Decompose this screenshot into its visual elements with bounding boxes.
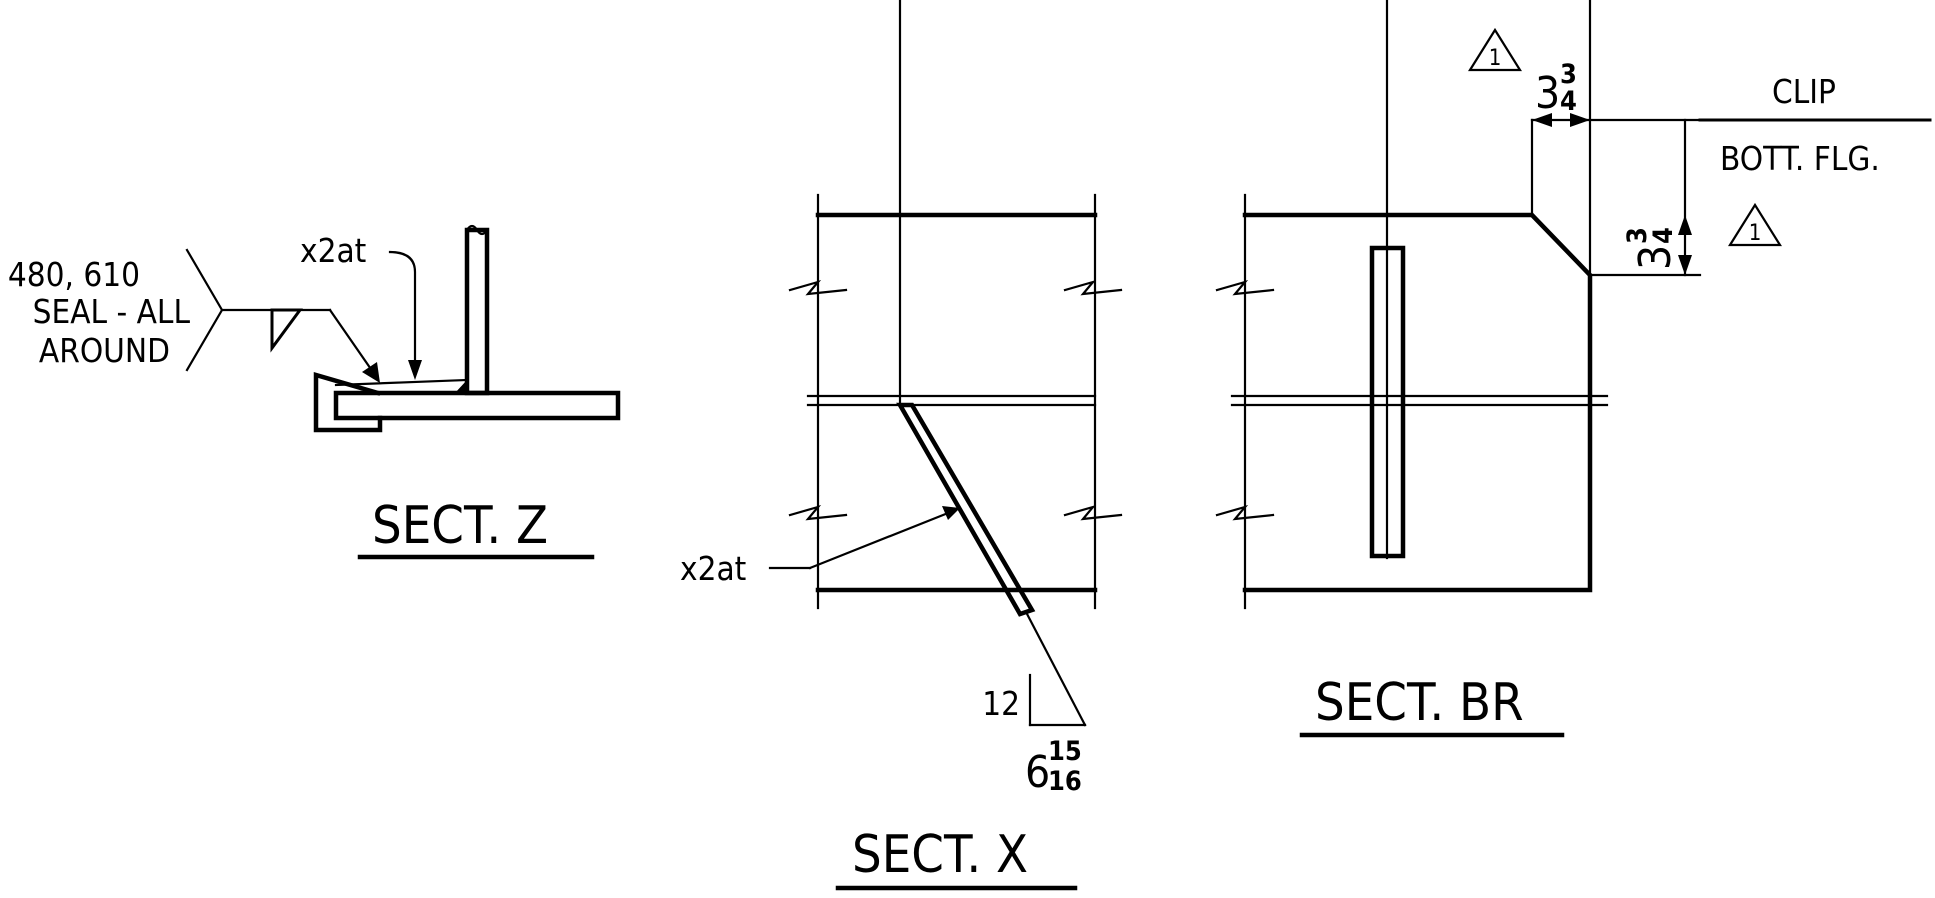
vertical-plate: [464, 227, 490, 396]
x-callout-leader: [808, 511, 950, 570]
break-mark: [465, 224, 489, 236]
br-dim-h-whole: 3: [1535, 68, 1560, 119]
section-x: x2at 12 6 15 16 SECT. X: [680, 0, 1123, 891]
x-slope-extension: [1024, 610, 1087, 727]
x-break-left-bot: [788, 504, 848, 521]
weld-ref-text-2: SEAL - ALL: [33, 292, 191, 331]
svg-text:1: 1: [1489, 46, 1502, 71]
svg-text:1: 1: [1749, 221, 1762, 246]
section-br: 3 3 4 3 3 4 CLIP BOTT. FLG. 1 1 SECT. BR: [1215, 0, 1932, 738]
slope-run-denominator: 16: [1048, 766, 1082, 797]
x-break-right-top: [1063, 279, 1123, 296]
revision-triangle-icon: 1: [1728, 202, 1782, 247]
clip-angle: [313, 372, 383, 433]
br-dim-h-numerator: 3: [1560, 59, 1577, 90]
z-callout-arrowhead: [408, 360, 422, 380]
weld-fill: [455, 380, 467, 393]
x-break-left-top: [788, 279, 848, 296]
sect-x-title: SECT. X: [852, 825, 1028, 885]
br-dim-v-arrow-bot: [1678, 255, 1692, 275]
slope-run-numerator: 15: [1048, 736, 1082, 767]
br-label-clip: CLIP: [1772, 72, 1836, 111]
sect-z-title: SECT. Z: [372, 496, 548, 556]
br-break-top: [1215, 279, 1275, 296]
br-label-bott-flg: BOTT. FLG.: [1720, 139, 1880, 178]
br-plate-outline: [1242, 212, 1593, 593]
weld-arrowhead: [362, 362, 380, 383]
base-plate: [333, 390, 621, 421]
br-dim-v-numerator: 3: [1622, 227, 1653, 244]
br-dim-v-denominator: 4: [1648, 227, 1679, 244]
br-stiffener: [1369, 245, 1406, 559]
sect-br-title: SECT. BR: [1315, 673, 1524, 733]
x-callout-text: x2at: [680, 549, 746, 588]
br-break-bot: [1215, 504, 1275, 521]
slope-rise-text: 12: [982, 684, 1020, 723]
x-callout-arrowhead: [942, 506, 960, 520]
x-sloped-stiffener: [896, 402, 1036, 617]
weld-ref-text-1: 480, 610: [8, 255, 140, 294]
revision-triangle-icon: 1: [1468, 27, 1522, 72]
br-dim-h-arrow-left: [1532, 113, 1552, 127]
br-dim-h-denominator: 4: [1560, 86, 1577, 117]
br-dim-v-text: 3 3 4: [1622, 227, 1681, 270]
br-dim-v-arrow-top: [1678, 215, 1692, 235]
section-z: x2at 480, 610 SEAL - ALL AROUND SECT. Z: [8, 224, 621, 560]
br-dim-v-whole: 3: [1630, 245, 1681, 270]
z-callout-leader: [388, 250, 417, 372]
br-dim-h-arrow-right: [1570, 113, 1590, 127]
x-break-right-bot: [1063, 504, 1123, 521]
weld-line: [334, 378, 469, 387]
weld-arrow-leader: [328, 308, 377, 377]
weld-tail: [185, 248, 224, 372]
slope-run-whole: 6: [1025, 747, 1050, 798]
z-callout-text: x2at: [300, 231, 366, 270]
fillet-weld-symbol: [270, 308, 303, 353]
weld-ref-text-3: AROUND: [39, 331, 170, 370]
